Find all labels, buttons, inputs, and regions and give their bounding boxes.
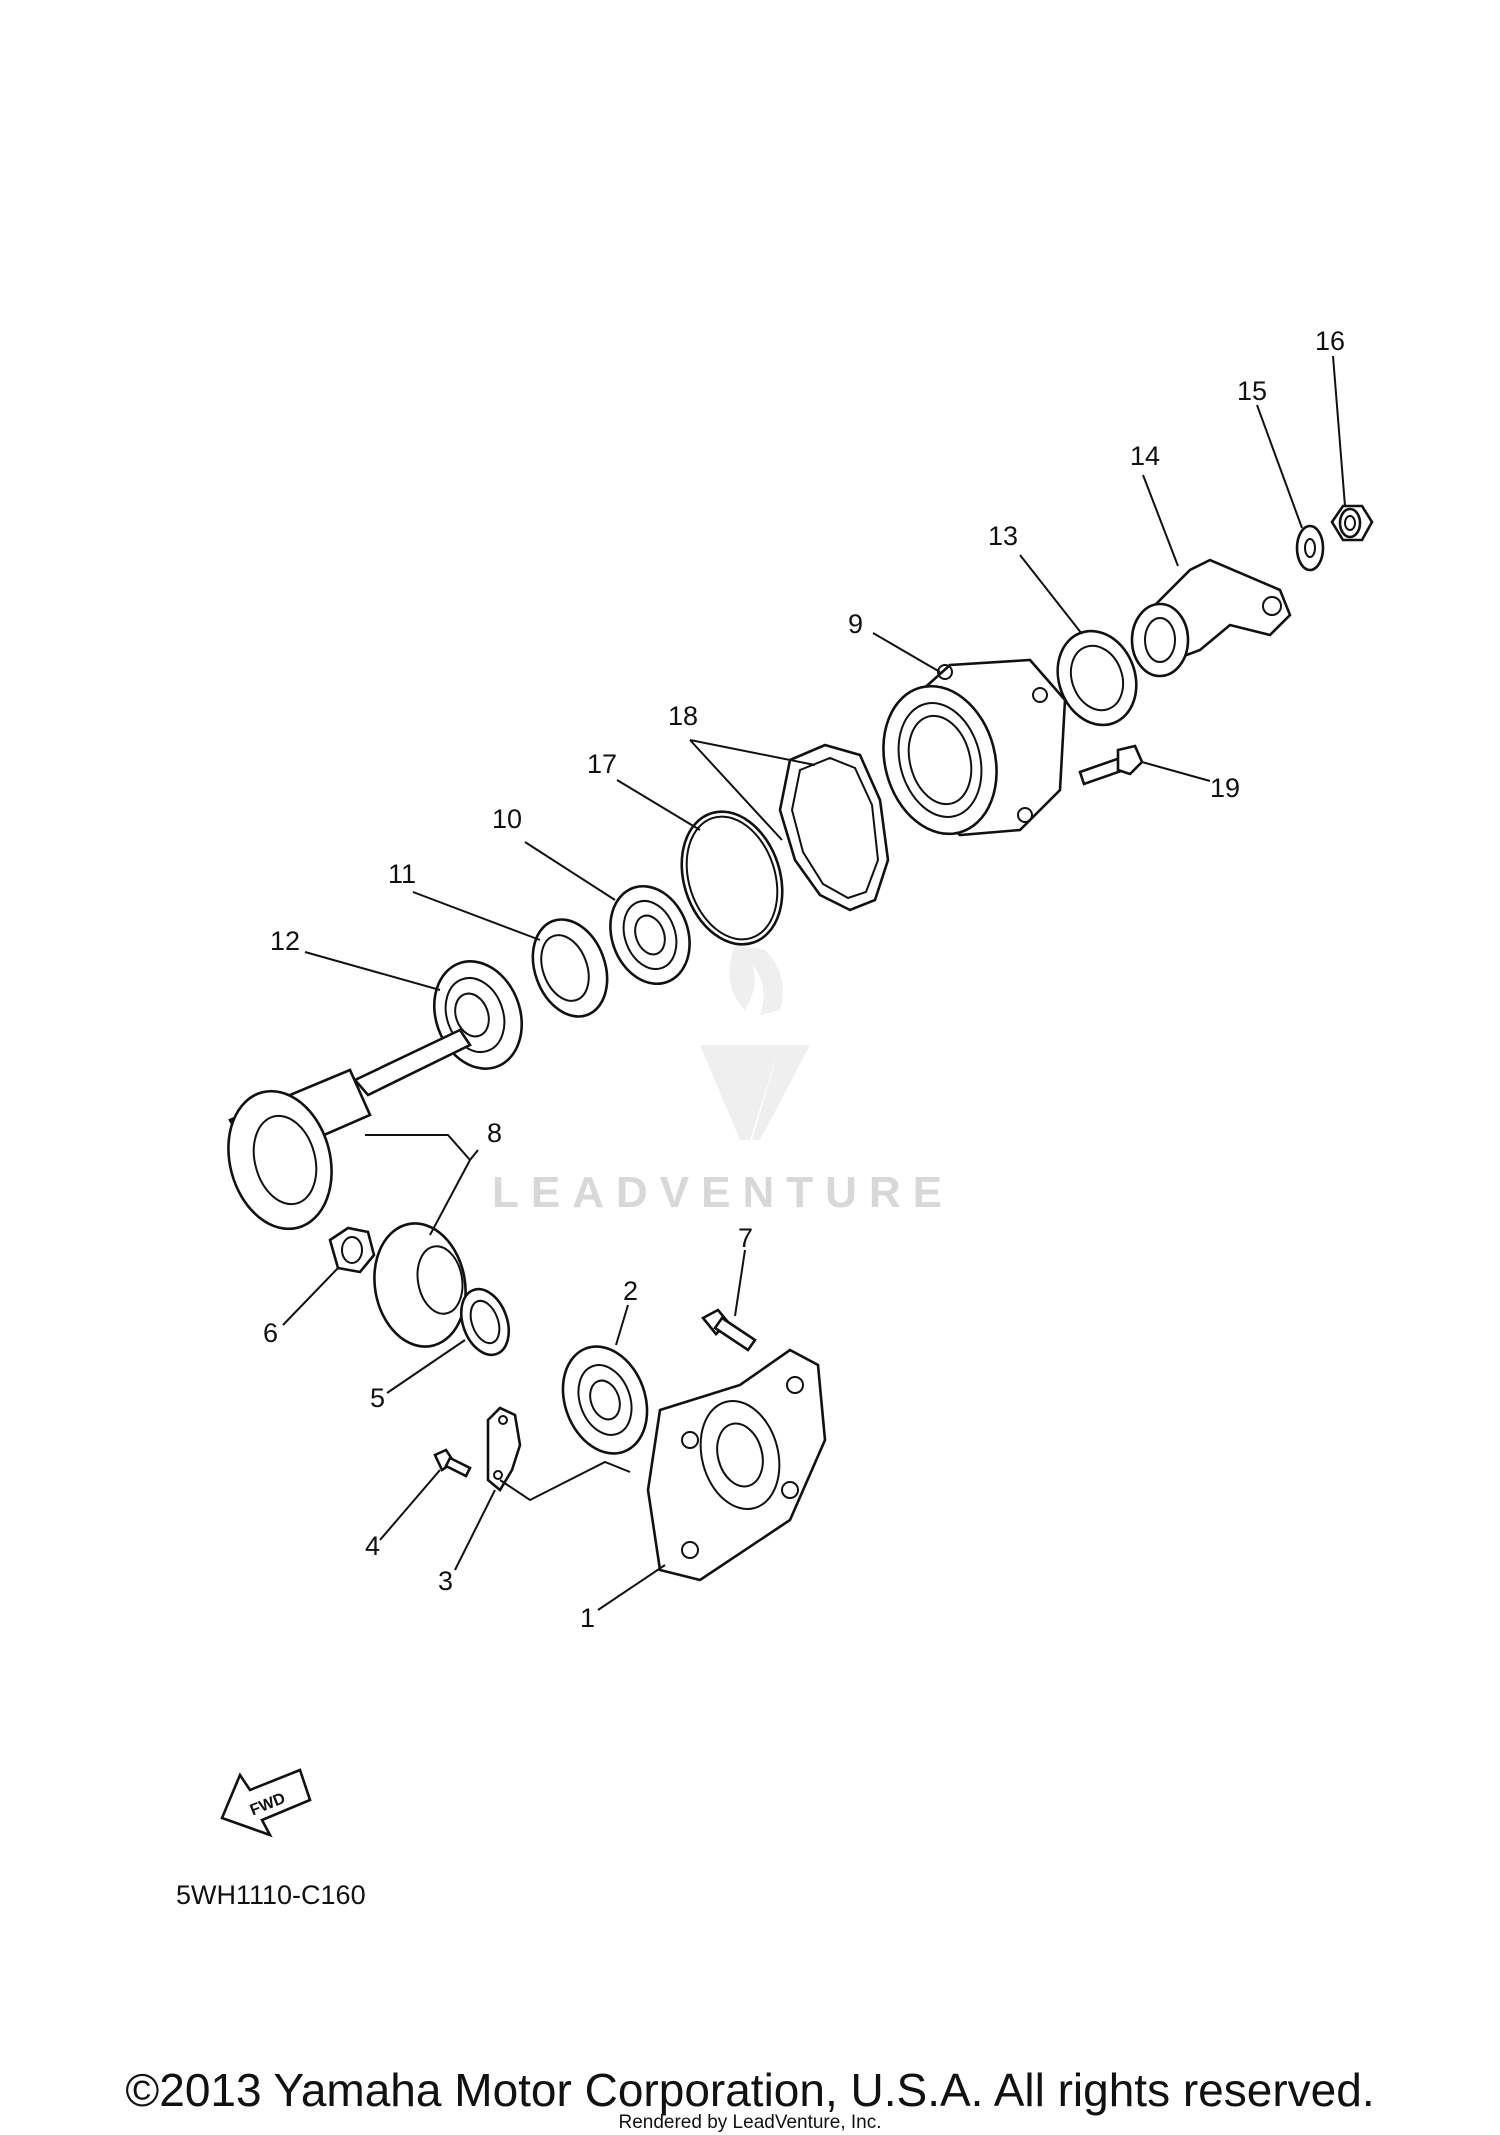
callout-11: 11 [388,859,416,889]
part-18-gasket [778,743,890,912]
callout-9: 9 [848,609,863,639]
callout-7: 7 [738,1223,753,1253]
part-14-yoke [1130,558,1292,678]
part-7-bolt [700,1308,757,1352]
callout-5: 5 [370,1383,385,1413]
callout-8: 8 [487,1118,502,1148]
part-8-ring-gear [373,1222,467,1348]
part-2-bearing [561,1345,649,1455]
callout-12: 12 [270,926,300,956]
callout-3: 3 [438,1566,453,1596]
callout-17: 17 [587,749,617,779]
part-1-bracket [646,1348,827,1582]
callout-4: 4 [365,1531,380,1561]
part-3-stay [486,1406,522,1492]
callout-15: 15 [1237,376,1267,406]
copyright-notice: ©2013 Yamaha Motor Corporation, U.S.A. A… [125,2064,1375,2116]
diagram-code: 5WH1110-C160 [176,1880,366,1910]
callout-1: 1 [580,1603,595,1633]
part-16-nut [1330,504,1374,542]
part-4-screw [433,1448,472,1478]
leader-lines [282,355,1346,1611]
callout-14: 14 [1130,441,1160,471]
watermark-text: LEADVENTURE [492,1168,954,1217]
part-15-washer [1295,524,1325,572]
callout-6: 6 [263,1318,278,1348]
part-8-drive-pinion-gear [227,1028,472,1231]
fwd-arrow-icon: FWD [220,1768,312,1838]
callout-2: 2 [623,1276,638,1306]
callout-19: 19 [1210,773,1240,803]
part-11-collar [531,918,609,1018]
part-6-nut [328,1226,376,1274]
part-10-bearing [609,884,691,986]
callout-16: 16 [1315,326,1345,356]
part-19-bolt [1078,744,1144,786]
callout-18: 18 [668,701,698,731]
callout-13: 13 [988,521,1018,551]
part-17-o-ring [680,810,784,946]
rendered-by-credit: Rendered by LeadVenture, Inc. [618,2112,882,2133]
part-9-housing [882,658,1067,837]
part-5-shim [459,1287,511,1357]
callout-10: 10 [492,804,522,834]
leadventure-watermark-logo [700,945,810,1140]
